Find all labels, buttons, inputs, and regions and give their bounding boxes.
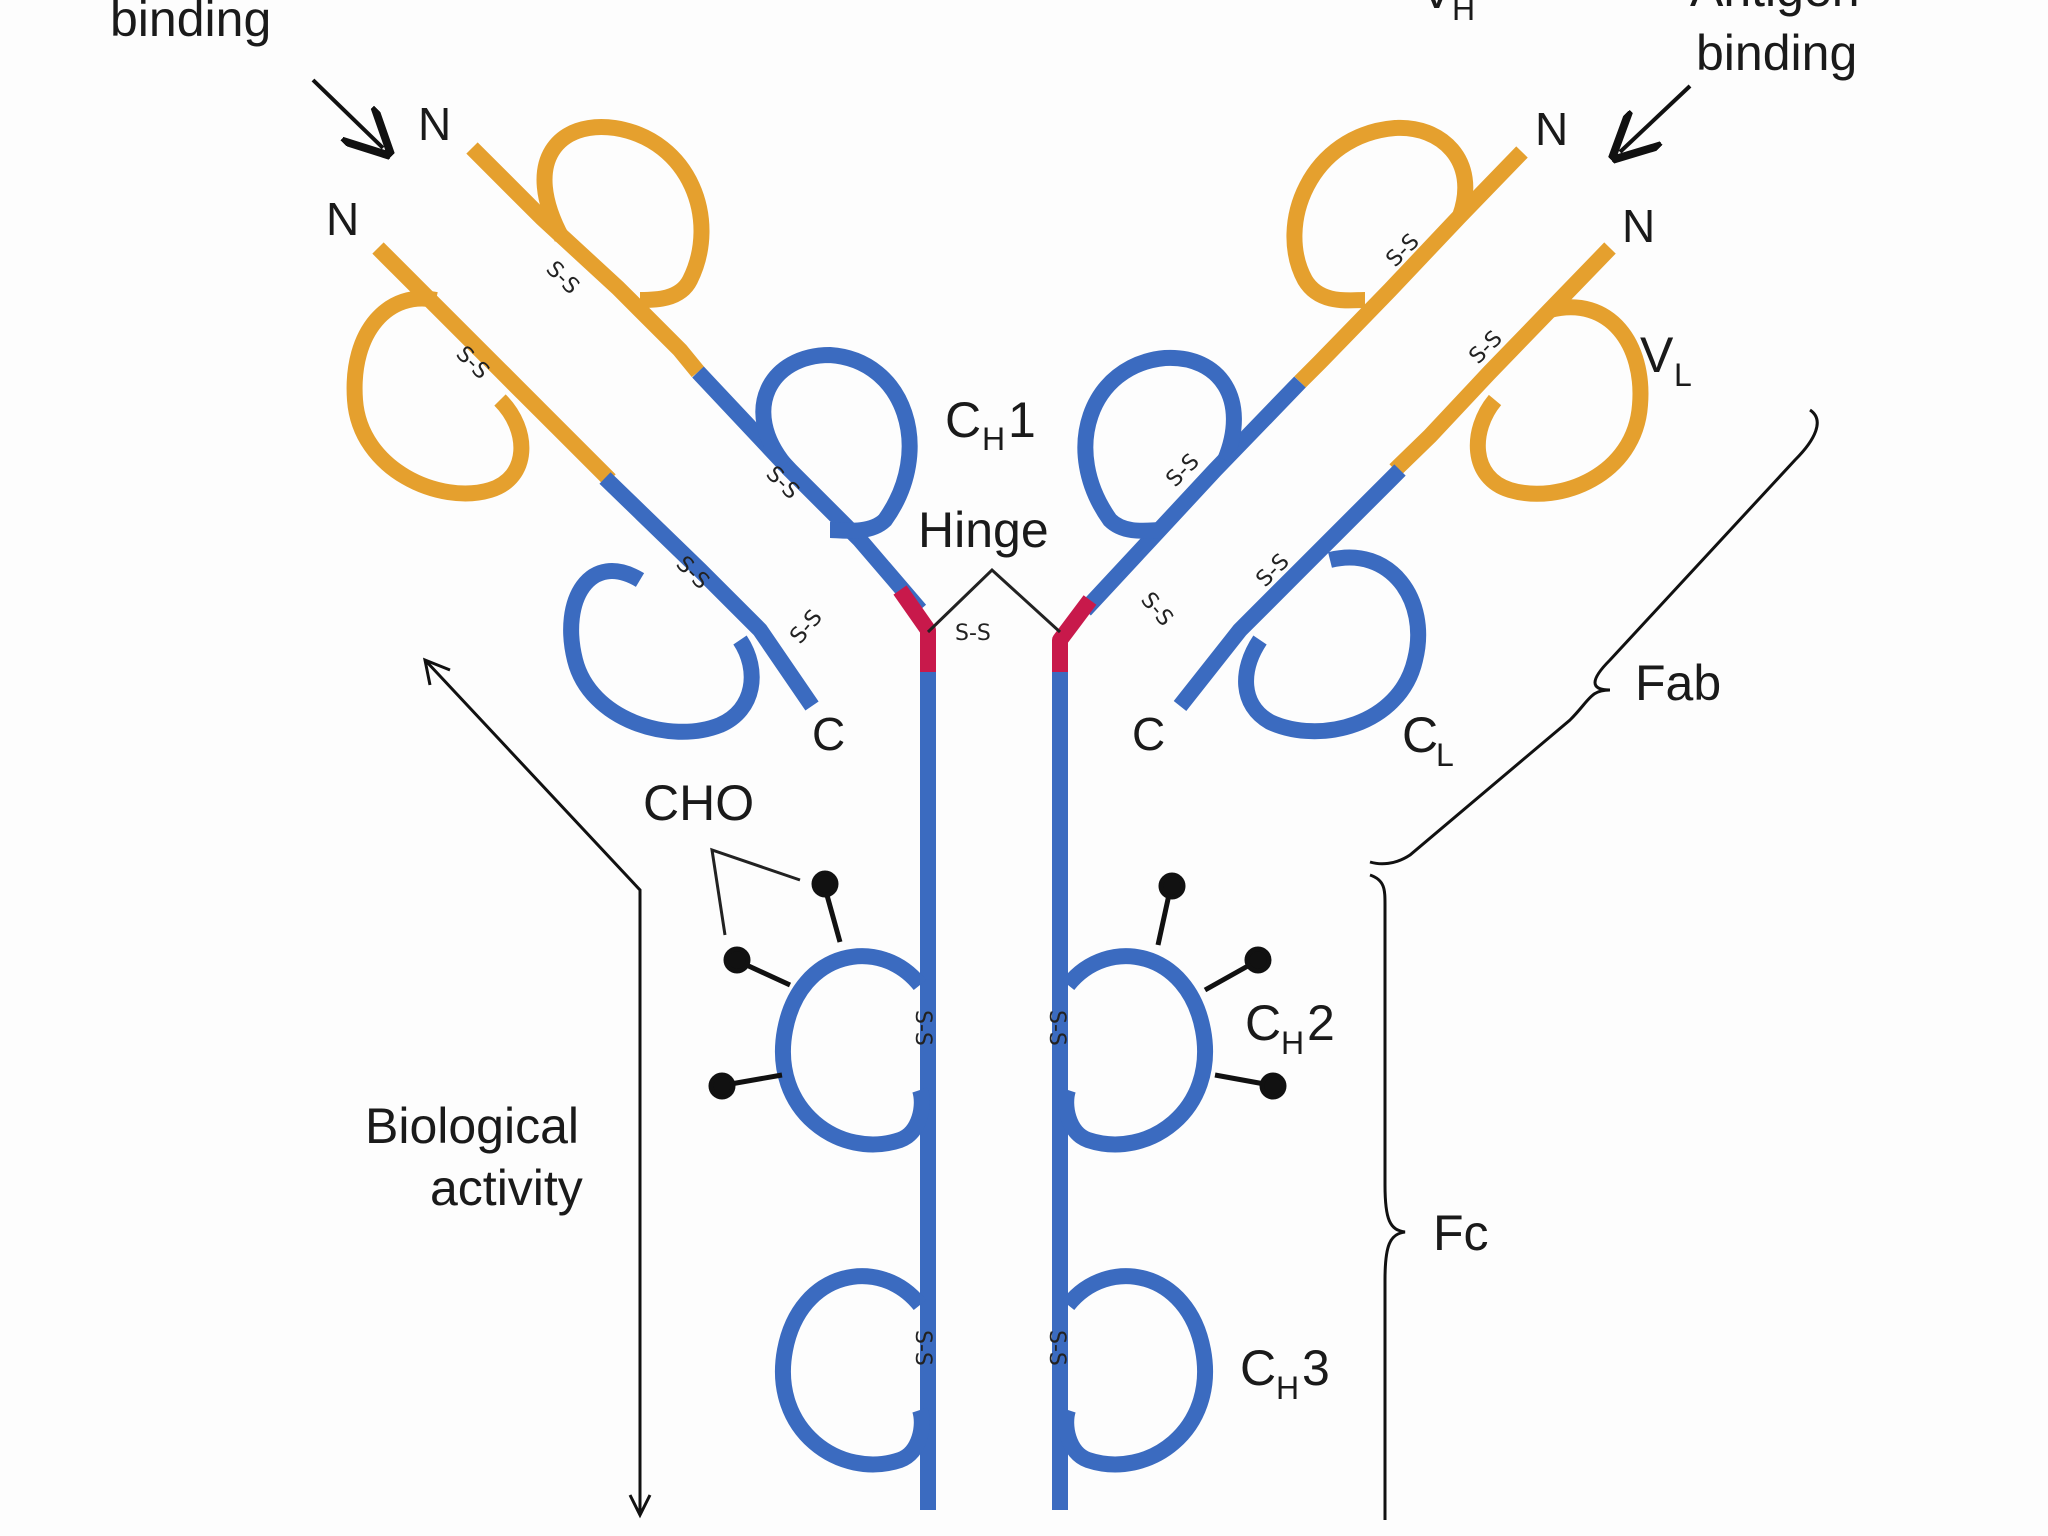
vl-label-subscript: L <box>1674 357 1692 393</box>
biological-activity-arrow <box>425 660 640 1515</box>
antigen-binding-left-label: binding <box>110 0 271 47</box>
right-light-chain-constant <box>1180 470 1400 706</box>
left-heavy-chain-constant <box>698 372 920 610</box>
right-ch3-domain-loop <box>1066 1276 1205 1464</box>
disulfide-bond-label: S-S <box>1044 1010 1069 1046</box>
c-terminus-right: C <box>1132 708 1165 760</box>
cho-label: CHO <box>643 775 754 831</box>
cho-dot <box>1262 1075 1284 1097</box>
cl-label-subscript: L <box>1436 737 1454 773</box>
n-terminus-left-heavy: N <box>418 98 451 150</box>
n-terminus-right-heavy: N <box>1535 103 1568 155</box>
right-hinge-segment <box>1060 600 1090 672</box>
ch2-label-number: 2 <box>1307 995 1335 1051</box>
biological-activity-label-line2: activity <box>430 1160 583 1216</box>
ch1-label-subscript: H <box>982 421 1005 457</box>
left-vl-domain-loop <box>355 298 522 493</box>
right-vl-domain-loop <box>1478 307 1641 493</box>
fc-label: Fc <box>1433 1205 1489 1261</box>
hinge-label: Hinge <box>918 502 1049 558</box>
cho-dot <box>1161 875 1183 897</box>
vh-label-partial: V <box>1420 0 1454 19</box>
right-light-chain-variable <box>1395 248 1610 470</box>
vh-label-subscript: H <box>1452 0 1475 27</box>
disulfide-bond-label: S-S <box>1044 1330 1069 1366</box>
n-terminus-left-light: N <box>326 193 359 245</box>
left-light-chain-constant <box>605 478 812 706</box>
right-ch2-domain-loop <box>1066 956 1205 1144</box>
disulfide-bond-label: S-S <box>955 621 991 646</box>
left-ch2-domain-loop <box>783 956 922 1144</box>
antigen-binding-right-label-line1: Antigen <box>1690 0 1860 17</box>
hinge-pointer-lines <box>928 570 1060 632</box>
fab-label: Fab <box>1635 655 1721 711</box>
disulfide-bond-label: S-S <box>785 605 827 649</box>
vl-label: V <box>1640 327 1674 383</box>
antigen-binding-left-arrow <box>313 80 383 148</box>
ch1-label-number: 1 <box>1008 392 1036 448</box>
disulfide-bond-label: S-S <box>910 1010 935 1046</box>
biological-activity-label-line1: Biological <box>365 1098 579 1154</box>
ch2-label-subscript: H <box>1281 1025 1304 1061</box>
cho-dot <box>711 1075 733 1097</box>
left-ch1-domain-loop <box>763 355 909 531</box>
cho-dot <box>1247 949 1269 971</box>
ch3-label-number: 3 <box>1302 1340 1330 1396</box>
disulfide-bond-label: S-S <box>541 257 584 300</box>
antigen-binding-right-label-line2: binding <box>1696 25 1857 81</box>
antigen-binding-right-arrow <box>1620 86 1690 152</box>
ch1-label: C <box>945 392 981 448</box>
cho-dot <box>726 949 748 971</box>
c-terminus-left: C <box>812 708 845 760</box>
fc-brace <box>1370 875 1405 1520</box>
disulfide-bond-label: S-S <box>910 1330 935 1366</box>
right-ch1-domain-loop <box>1085 358 1234 531</box>
left-ch3-domain-loop <box>783 1276 922 1464</box>
left-heavy-chain-variable <box>472 148 698 372</box>
cho-dot <box>814 873 836 895</box>
right-vh-domain-loop <box>1294 128 1465 301</box>
disulfide-bond-label: S-S <box>1135 588 1177 632</box>
ch2-label: C <box>1245 995 1281 1051</box>
ch3-label: C <box>1240 1340 1276 1396</box>
cl-label: C <box>1402 707 1438 763</box>
n-terminus-right-light: N <box>1622 200 1655 252</box>
ch3-label-subscript: H <box>1276 1370 1299 1406</box>
cho-pointer-lines <box>712 850 800 935</box>
